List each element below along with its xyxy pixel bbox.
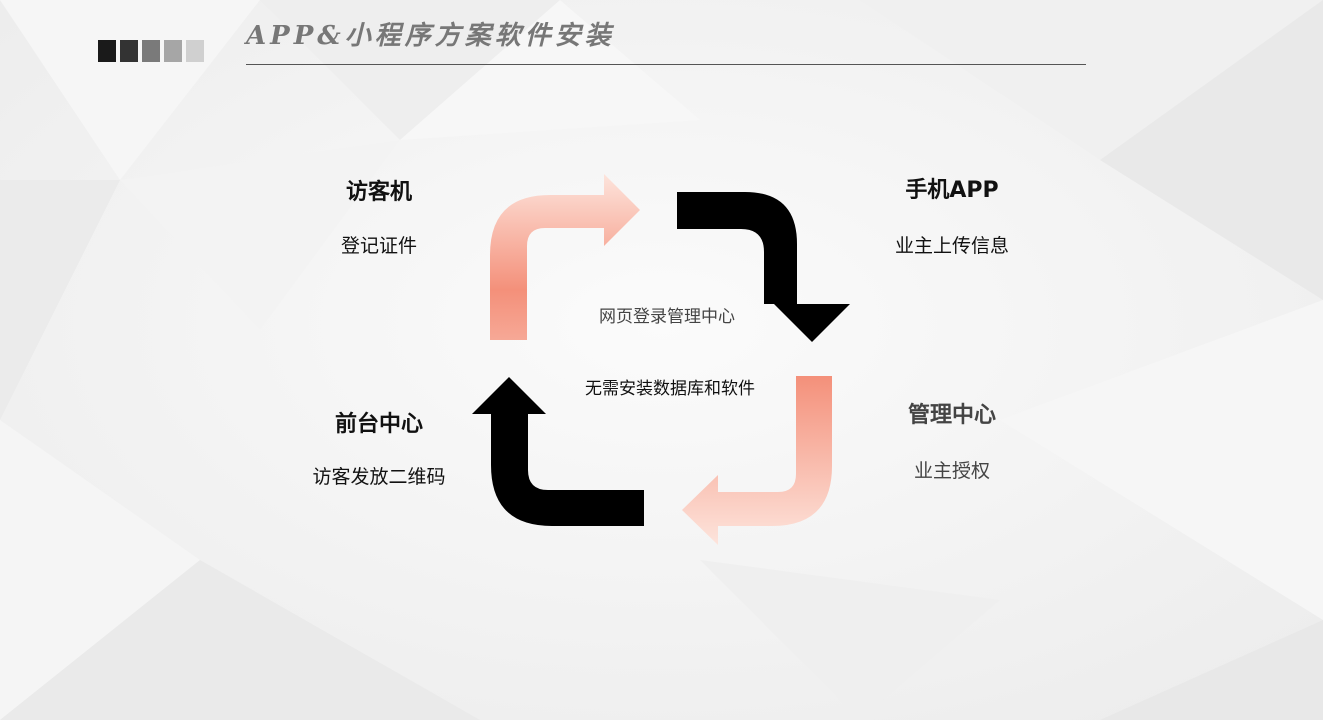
node-top-left-title: 访客机 <box>345 180 413 205</box>
arrow-top-left-icon <box>490 174 640 340</box>
square-5 <box>186 40 204 62</box>
node-top-right-subtitle: 业主上传信息 <box>894 235 1010 257</box>
center-line-1: 网页登录管理中心 <box>599 307 735 327</box>
decorative-squares <box>98 40 204 62</box>
square-4 <box>164 40 182 62</box>
node-top-right-title: 手机APP <box>905 178 999 203</box>
arrow-top-right-icon <box>677 192 850 342</box>
square-3 <box>142 40 160 62</box>
title-divider <box>246 64 1086 65</box>
center-line-2: 无需安装数据库和软件 <box>585 379 755 399</box>
square-2 <box>120 40 138 62</box>
arrow-bottom-left-icon <box>472 377 644 526</box>
node-bottom-right-subtitle: 业主授权 <box>913 460 991 482</box>
page-title: APP&小程序方案软件安装 <box>246 21 615 51</box>
node-bottom-left-subtitle: 访客发放二维码 <box>312 466 446 488</box>
node-top-left-subtitle: 登记证件 <box>340 235 418 257</box>
node-bottom-left-title: 前台中心 <box>334 412 424 437</box>
node-bottom-right-title: 管理中心 <box>907 403 997 428</box>
square-1 <box>98 40 116 62</box>
arrow-bottom-right-icon <box>682 376 832 545</box>
